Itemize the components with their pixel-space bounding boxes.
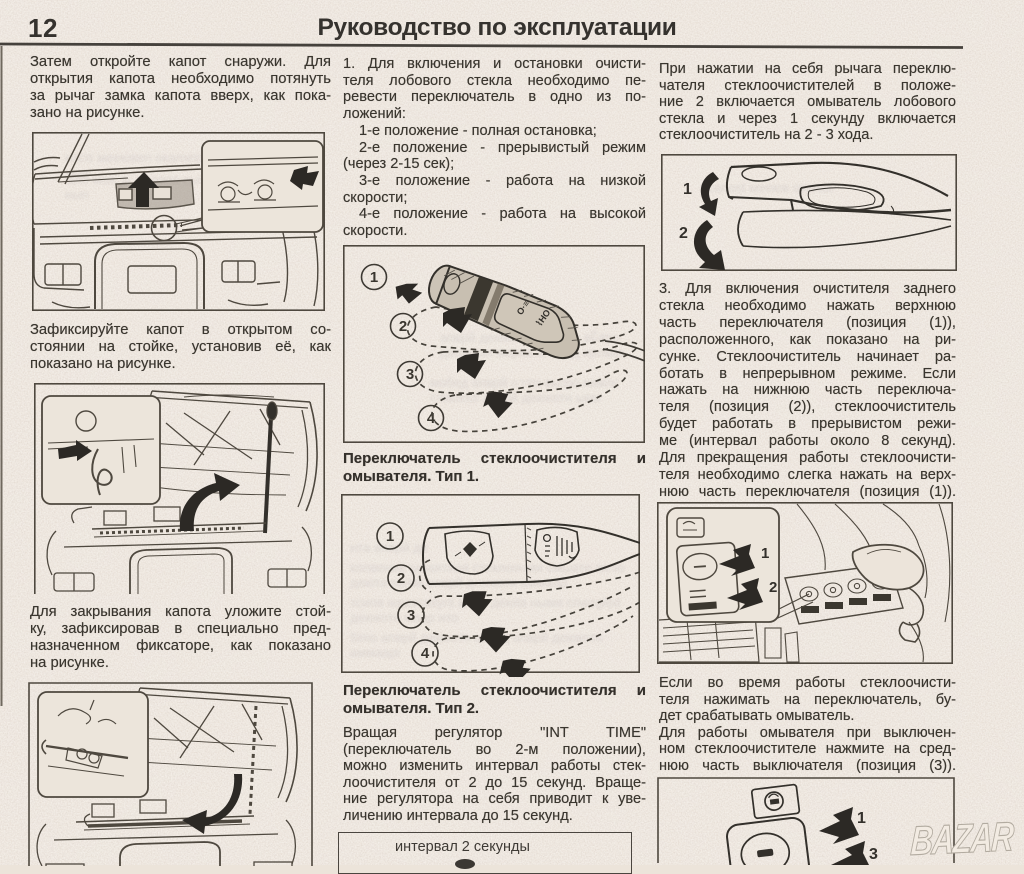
svg-text:2: 2 <box>769 579 777 596</box>
svg-text:2: 2 <box>679 225 688 242</box>
svg-text:1: 1 <box>370 269 378 286</box>
svg-text:2: 2 <box>399 318 407 335</box>
svg-text:1: 1 <box>761 545 769 562</box>
svg-text:4: 4 <box>427 410 436 427</box>
svg-text:4: 4 <box>421 645 430 662</box>
svg-text:3: 3 <box>407 607 415 624</box>
svg-text:3: 3 <box>406 366 414 383</box>
svg-text:2: 2 <box>397 570 405 587</box>
svg-text:1: 1 <box>683 181 692 198</box>
svg-text:3: 3 <box>869 846 878 863</box>
svg-text:1: 1 <box>857 810 866 827</box>
svg-text:1: 1 <box>386 528 394 545</box>
